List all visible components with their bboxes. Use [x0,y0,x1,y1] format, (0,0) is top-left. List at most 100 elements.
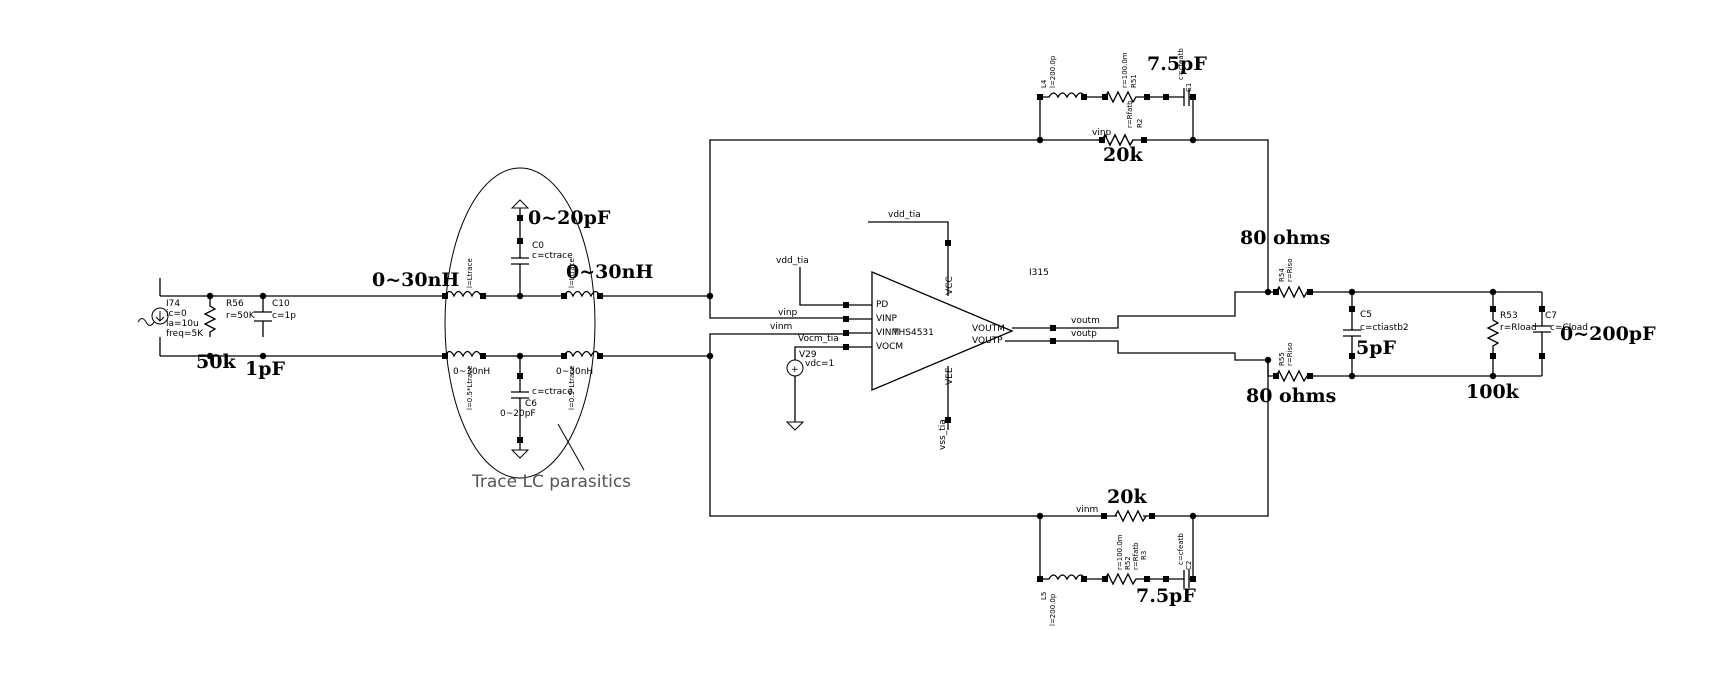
c5-name: C5 [1360,310,1372,320]
opamp-pin-vcc: VCC [945,276,955,295]
r53-value: r=Rload [1500,323,1537,333]
c0-value: c=ctrace [532,251,573,261]
net-voutm: voutm [1071,316,1100,326]
inductor-bottom-right [563,350,601,358]
c-ctrace-label: 0~20pF [528,207,611,229]
l5-value: l=200.0p [1049,593,1057,626]
opamp-pin-vinm: VINM [876,328,899,338]
opamp-pin-vee: VEE [945,367,955,385]
r-load-label: 100k [1466,381,1520,403]
r54-value: r=Riso [1286,259,1294,282]
opamp-pin-voutp: VOUTP [972,336,1003,346]
c-fb-top-label: 7.5pF [1147,53,1207,75]
r55-name: R55 [1278,352,1286,366]
i74-name: I74 [166,299,180,309]
net-vdd-top: vdd_tia [888,210,921,220]
trace-lc-parasitics: C0 c=ctrace 0~20pF c=ctrace C6 0~20pF l=… [372,167,653,492]
net-vinp-fb: vinp [1092,128,1112,138]
r3-value: r=Rfatb [1132,542,1140,570]
ground-symbol-top [510,199,530,209]
c6-value: c=ctrace [532,387,573,397]
c-in-label: 1pF [245,358,286,380]
feedback-network-bottom: vinm 20k r=100.0m R52 r=Rfatb R3 c=cfeat… [709,356,1272,626]
l-range-right-label: 0~30nH [566,261,653,283]
input-capacitor-c10: C10 c=1p 1pF [245,296,296,380]
r56-name: R56 [226,299,244,309]
r53-name: R53 [1500,311,1518,321]
inductor-bottom-left [444,350,483,358]
inductor-top-right [563,290,601,298]
v29-plus: + [791,365,799,375]
ground-symbol-bottom [510,449,530,459]
r3-name: R3 [1140,551,1148,560]
net-vdd-pd: vdd_tia [776,256,809,266]
net-vinp: vinp [778,308,798,318]
net-vocm: Vocm_tia [798,334,839,344]
net-voutp: voutp [1071,329,1097,339]
i74-param-3: freq=5K [166,329,204,339]
l-bottom-left-param: l=0.5*Ltrace [466,366,474,410]
r-iso-top-label: 80 ohms [1240,227,1330,249]
parasitics-ellipse [444,167,596,479]
r2-value: r=Rfatb [1126,100,1134,128]
c-load-label: 0~200pF [1560,323,1656,345]
net-vinm: vinm [770,322,792,332]
l4-name: L4 [1040,79,1048,88]
i74-param-1: ic=0 [166,309,187,319]
ground-symbol-vocm [785,421,805,431]
c10-value: c=1p [272,311,296,321]
v29-value: vdc=1 [805,359,834,369]
opamp-pin-pd: PD [876,300,888,310]
l-top-left-param: l=Ltrace [466,258,474,288]
l-top-right-param: l=Ltrace [568,258,576,288]
r51-name: R51 [1130,74,1138,88]
l4-value: l=200.0p [1049,55,1057,88]
c7-name: C7 [1545,311,1557,321]
parasitics-note: Trace LC parasitics [471,472,631,492]
opamp-ths4531: THS4531 PD VINP VINM VOCM VOUTM VOUTP VC… [706,210,1056,450]
i74-param-2: la=10u [166,319,199,329]
instance-label: I315 [1029,268,1049,278]
net-vinm-fb: vinm [1076,505,1098,515]
c-fb-bot-label: 7.5pF [1136,585,1196,607]
c6-name: C6 [525,399,537,409]
l5-name: L5 [1040,592,1048,600]
feedback-network-top: vinp r=Rfatb R2 20k L4 l=200.0p r=100.0m… [709,48,1272,296]
r54-name: R54 [1278,268,1286,282]
opamp-pin-voutm: VOUTM [972,324,1005,334]
r56-value: r=50K [226,311,256,321]
v29-name: V29 [799,350,817,360]
l-bottom-right-param: l=0.5*Ltrace [568,366,576,410]
net-vss: vss_tia [938,419,948,450]
c2-name: C2 [1185,561,1193,570]
r52-value: r=100.0m [1116,534,1124,570]
opamp-name: THS4531 [892,328,934,338]
c10-name: C10 [272,299,290,309]
c0-name: C0 [532,241,544,251]
input-source-i74: I74 ic=0 la=10u freq=5K [137,278,204,356]
r55-value: r=Riso [1286,343,1294,366]
r-fb-bot-label: 20k [1107,486,1147,508]
r52-name: R52 [1124,556,1132,570]
r-iso-bot-label: 80 ohms [1246,385,1336,407]
r-in-label: 50k [196,351,236,373]
opamp-pin-vocm: VOCM [876,342,903,352]
c2-value: c=cfeatb [1177,533,1185,565]
l-bottom-left-range: 0~30nH [453,367,490,377]
opamp-pin-vinp: VINP [876,314,898,324]
output-network: voutm voutp 80 ohms 80 ohms R54 r=Riso R… [1053,227,1656,407]
inductor-top-left [444,290,483,298]
c5-value: c=ctiastb2 [1360,323,1409,333]
c1-name: C1 [1185,83,1193,92]
c1-value: c=cfeatb [1177,48,1185,80]
r51-value: r=100.0m [1121,52,1129,88]
r-fb-top-label: 20k [1103,144,1143,166]
c6-range: 0~20pF [500,409,536,419]
l-bottom-right-range: 0~30nH [556,367,593,377]
c7-value: c=Cload [1550,323,1588,333]
note-pointer [557,423,585,471]
r2-name: R2 [1136,119,1144,128]
opamp-body [871,271,1014,391]
